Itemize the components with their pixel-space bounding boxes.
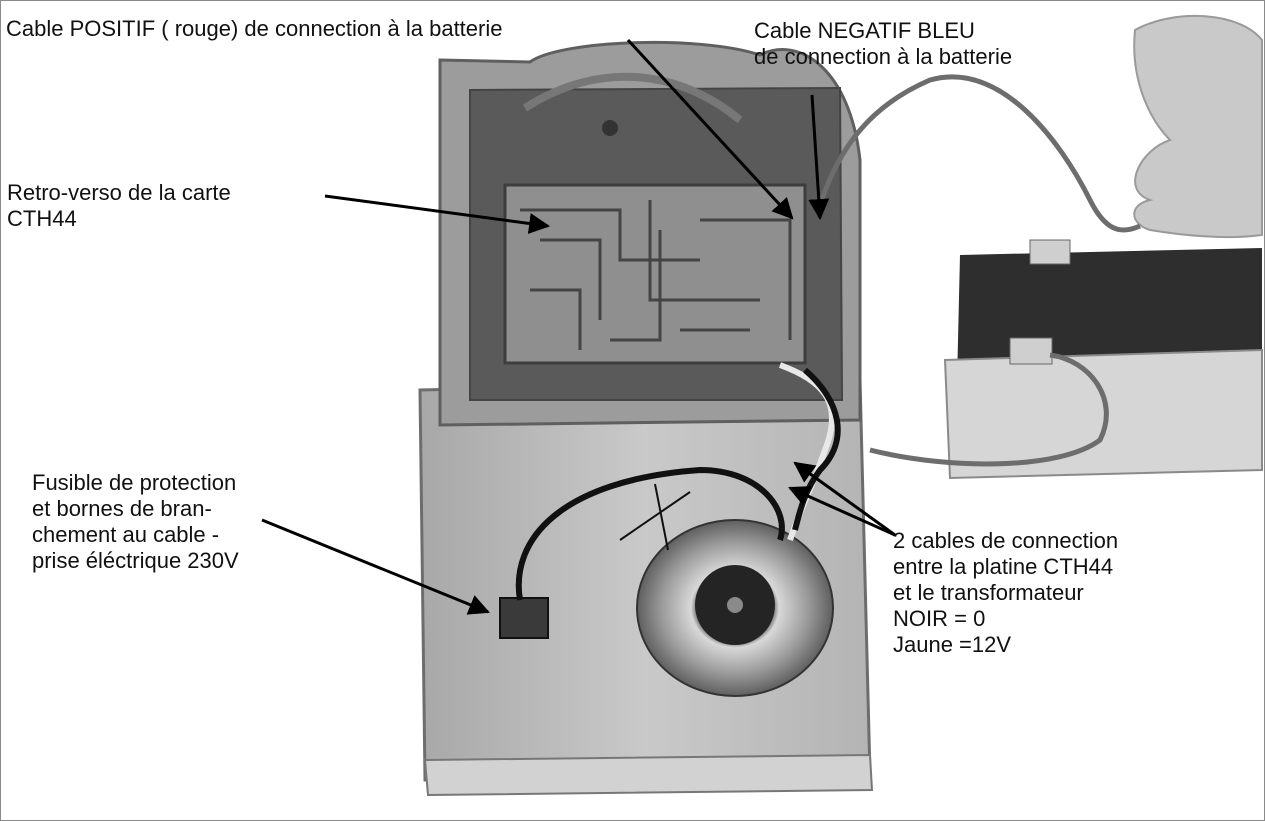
label-fuse-line-3: chement au cable - — [32, 522, 220, 547]
label-fuse-line-1: Fusible de protection — [32, 470, 237, 495]
annotation-arrows — [261, 38, 896, 615]
label-cables: 2 cables de connection entre la platine … — [893, 528, 1118, 658]
arrow-board — [324, 194, 551, 234]
mains-wire — [515, 466, 785, 601]
arrow-positive — [626, 38, 794, 220]
label-board-line-2: CTH44 — [7, 206, 77, 231]
label-cables-line-4: NOIR = 0 — [893, 606, 986, 631]
fuse-terminal — [499, 597, 549, 639]
label-cables-line-1: 2 cables de connection — [893, 528, 1119, 553]
label-fuse-line-4: prise éléctrique 230V — [32, 548, 239, 573]
label-negative-cable: Cable NEGATIF BLEU de connection à la ba… — [754, 18, 1012, 70]
black-wire — [792, 367, 841, 531]
label-negative-line-1: Cable NEGATIF BLEU — [754, 18, 975, 43]
transformer — [636, 519, 834, 697]
arrow-fuse — [261, 518, 490, 615]
circuit-board — [503, 183, 807, 365]
label-fuse: Fusible de protection et bornes de bran-… — [32, 470, 239, 574]
label-negative-line-2: de connection à la batterie — [754, 44, 1013, 69]
label-board: Retro-verso de la carte CTH44 — [7, 180, 231, 232]
cross-mark — [619, 483, 691, 551]
arrow-negative — [808, 94, 830, 221]
arrow-cable-2 — [788, 486, 896, 537]
label-positive-cable: Cable POSITIF ( rouge) de connection à l… — [6, 16, 503, 41]
arrow-cable-1 — [793, 461, 896, 537]
label-cables-line-3: et le transformateur — [893, 580, 1084, 605]
hand-shape — [1133, 14, 1263, 239]
battery — [943, 239, 1263, 480]
label-cables-line-5: Jaune =12V — [893, 632, 1012, 657]
housing — [418, 40, 874, 797]
label-cables-line-2: entre la platine CTH44 — [893, 554, 1114, 579]
label-board-line-1: Retro-verso de la carte — [7, 180, 231, 205]
red-wire — [869, 352, 1109, 467]
label-fuse-line-2: et bornes de bran- — [32, 496, 212, 521]
blue-wire — [815, 74, 1142, 233]
